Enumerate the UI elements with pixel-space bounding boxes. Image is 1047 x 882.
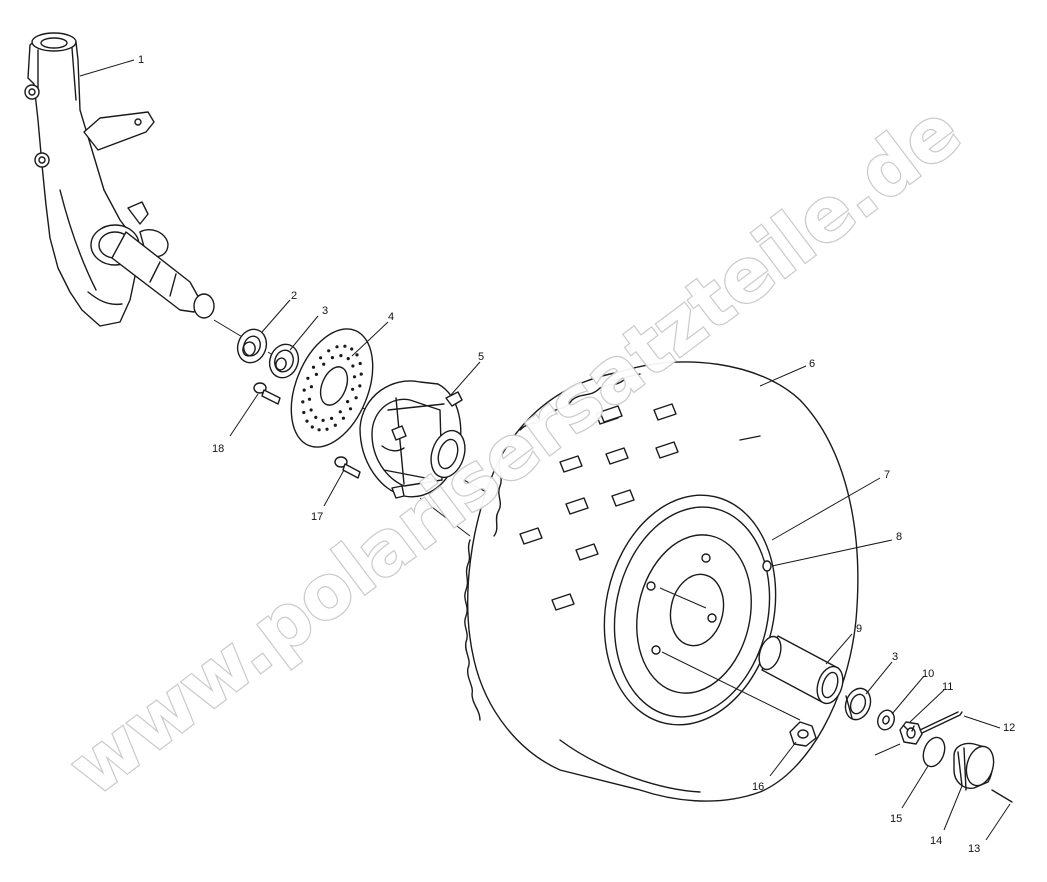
wheel-hub [359, 380, 466, 499]
disc-hole [310, 425, 314, 429]
disc-hole [333, 423, 337, 427]
bolt-18 [253, 382, 281, 405]
tread-block [575, 543, 599, 561]
bearing-outer [844, 687, 872, 721]
disc-hole [351, 364, 355, 368]
part-label-10: 10 [922, 668, 934, 680]
washer [877, 709, 895, 731]
bearing-inner [268, 343, 300, 379]
o-ring [922, 736, 946, 768]
tread-block [653, 403, 677, 421]
disc-hole [309, 408, 313, 412]
disc-hole [321, 418, 325, 422]
disc-hole [354, 396, 358, 400]
castle-nut [899, 721, 923, 745]
disc-hole [343, 344, 347, 348]
disc-hole [306, 376, 310, 380]
bolt-17 [334, 456, 361, 479]
tread-block [565, 497, 589, 515]
disc-hole [341, 416, 345, 420]
part-label-3: 3 [322, 305, 328, 317]
part-numbers: 1 2 3 4 5 6 7 8 9 3 10 11 12 13 14 15 16… [138, 54, 1015, 855]
part-label-5: 5 [478, 351, 484, 363]
leader-lines [79, 59, 1011, 841]
disc-hole [319, 356, 323, 360]
part-label-2: 2 [291, 290, 297, 302]
tread-block [551, 593, 575, 611]
seal [236, 328, 268, 364]
hub-cap [953, 742, 995, 791]
tread-block [605, 447, 629, 465]
disc-hole [348, 407, 353, 411]
tread-block [559, 455, 583, 473]
tread-block [599, 405, 623, 423]
part-label-1: 1 [138, 54, 144, 66]
disc-hole [314, 415, 318, 419]
disc-hole [311, 365, 316, 369]
disc-hole [330, 356, 334, 360]
tread-block [655, 441, 679, 459]
part-label-18: 18 [212, 443, 224, 455]
disc-hole [327, 349, 331, 353]
disc-hole [359, 372, 363, 376]
disc-hole [346, 400, 350, 404]
disc-hole [322, 362, 326, 366]
part-label-12: 12 [1003, 722, 1015, 734]
tread-block [611, 489, 635, 507]
disc-hole [314, 372, 318, 376]
disc-hole [351, 387, 355, 391]
part-label-17: 17 [311, 511, 323, 523]
disc-hole [358, 361, 362, 366]
disc-hole [325, 427, 329, 431]
disc-hole [352, 375, 357, 379]
tread-block [519, 527, 543, 545]
disc-hole [305, 419, 309, 423]
part-label-13: 13 [968, 843, 980, 855]
part-label-9: 9 [856, 623, 862, 635]
disc-hole [330, 416, 334, 420]
spacer-tube [758, 635, 844, 705]
part-label-7: 7 [884, 469, 890, 481]
part-label-3b: 3 [892, 651, 898, 663]
axis-line-hub [419, 477, 491, 537]
part-label-11: 11 [942, 681, 953, 693]
disc-hole [338, 410, 342, 414]
disc-hole [307, 397, 312, 401]
disc-hole [350, 347, 354, 351]
disc-hole [355, 353, 359, 357]
disc-hole [346, 357, 350, 361]
steering-knuckle [24, 32, 215, 327]
brake-disc [290, 328, 374, 448]
part-label-16: 16 [752, 781, 764, 793]
tire [464, 361, 859, 802]
part-label-4: 4 [388, 311, 394, 323]
disc-hole [339, 354, 343, 358]
disc-hole [302, 388, 306, 392]
part-label-6: 6 [809, 358, 815, 370]
disc-hole [335, 345, 339, 349]
disc-hole [358, 384, 362, 388]
disc-hole [301, 400, 305, 404]
disc-hole [302, 410, 306, 415]
part-label-14: 14 [930, 835, 942, 847]
disc-hole [317, 428, 321, 432]
cap-screw [991, 789, 1013, 803]
valve-stem [762, 560, 772, 572]
disc-hole [309, 385, 313, 389]
part-label-8: 8 [896, 531, 902, 543]
part-label-15: 15 [890, 813, 902, 825]
cotter-pin [919, 711, 963, 734]
